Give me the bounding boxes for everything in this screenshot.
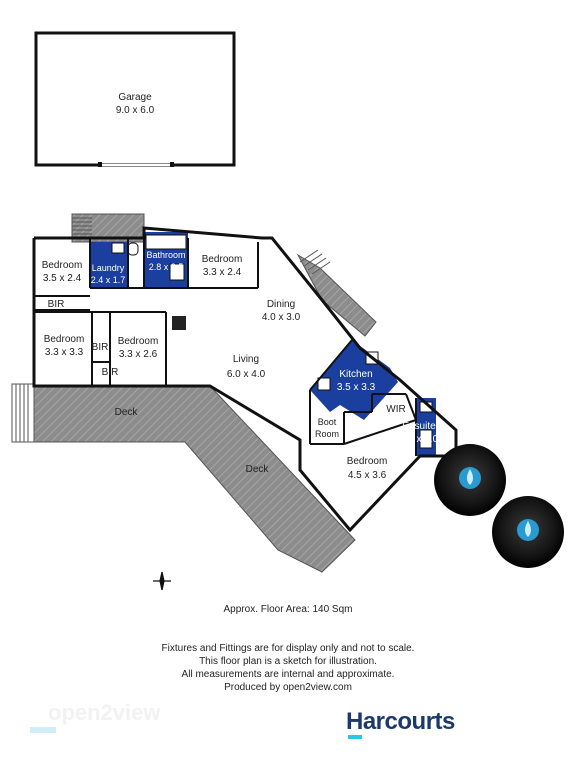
water-tank-1 <box>434 444 506 516</box>
bedroom5-name: Bedroom <box>347 456 388 467</box>
ensuite-size: 2.4 x 2.0 <box>400 434 439 445</box>
wir-label: WIR <box>386 404 405 415</box>
brand-logo: Harcourts <box>346 708 455 735</box>
house-outline <box>32 226 458 533</box>
bedroom5-size: 4.5 x 3.6 <box>348 470 387 481</box>
ensuite-name: Ensuite <box>402 421 436 432</box>
boot-room-label-2: Room <box>315 429 339 439</box>
deck-label-1: Deck <box>115 407 139 418</box>
bedroom2-size: 3.3 x 2.4 <box>203 267 242 278</box>
disclaimer-line: All measurements are internal and approx… <box>181 669 395 680</box>
disclaimer: Fixtures and Fittings are for display on… <box>0 642 576 694</box>
bedroom1-name: Bedroom <box>42 260 83 271</box>
garage-size: 9.0 x 6.0 <box>116 105 155 116</box>
fireplace <box>172 316 186 330</box>
disclaimer-line: This floor plan is a sketch for illustra… <box>199 656 377 667</box>
bedroom4-name: Bedroom <box>118 336 159 347</box>
dining-size: 4.0 x 3.0 <box>262 312 301 323</box>
laundry-name: Laundry <box>92 263 125 273</box>
bathroom-size: 2.8 x 2.5 <box>149 262 184 272</box>
kitchen-name: Kitchen <box>339 369 372 380</box>
stairs-top <box>72 217 92 235</box>
watermark-logo: open2view <box>48 700 161 725</box>
bedroom3-name: Bedroom <box>44 334 85 345</box>
brand-accent-bar <box>348 735 362 739</box>
bir-label-1: BIR <box>48 299 65 310</box>
bathroom-name: Bathroom <box>146 250 185 260</box>
stairs-north <box>299 249 331 275</box>
stairs-left <box>11 383 35 443</box>
bir-label-2: BIR <box>92 342 109 353</box>
water-tank-2 <box>492 496 564 568</box>
floor-area: Approx. Floor Area: 140 Sqm <box>223 604 353 615</box>
garage-outline <box>34 31 236 167</box>
deck-label-2: Deck <box>246 464 270 475</box>
deck-north <box>296 253 377 337</box>
bedroom3-size: 3.3 x 3.3 <box>45 347 84 358</box>
watermark-bar <box>30 727 56 733</box>
bedroom4-size: 3.3 x 2.6 <box>119 349 158 360</box>
living-size: 6.0 x 4.0 <box>227 369 266 380</box>
garage-name: Garage <box>118 92 152 103</box>
bir-label-3: BIR <box>102 367 119 378</box>
disclaimer-line: Produced by open2view.com <box>224 682 352 693</box>
bedroom1-size: 3.5 x 2.4 <box>43 273 82 284</box>
interior-walls <box>34 232 417 456</box>
dining-name: Dining <box>267 299 295 310</box>
boot-room-label-1: Boot <box>318 417 337 427</box>
kitchen-size: 3.5 x 3.3 <box>337 382 376 393</box>
disclaimer-line: Fixtures and Fittings are for display on… <box>161 643 415 654</box>
deck-area <box>33 385 356 573</box>
compass-icon <box>153 571 171 591</box>
bedroom2-name: Bedroom <box>202 254 243 265</box>
living-name: Living <box>233 354 259 365</box>
laundry-size: 2.4 x 1.7 <box>91 275 126 285</box>
